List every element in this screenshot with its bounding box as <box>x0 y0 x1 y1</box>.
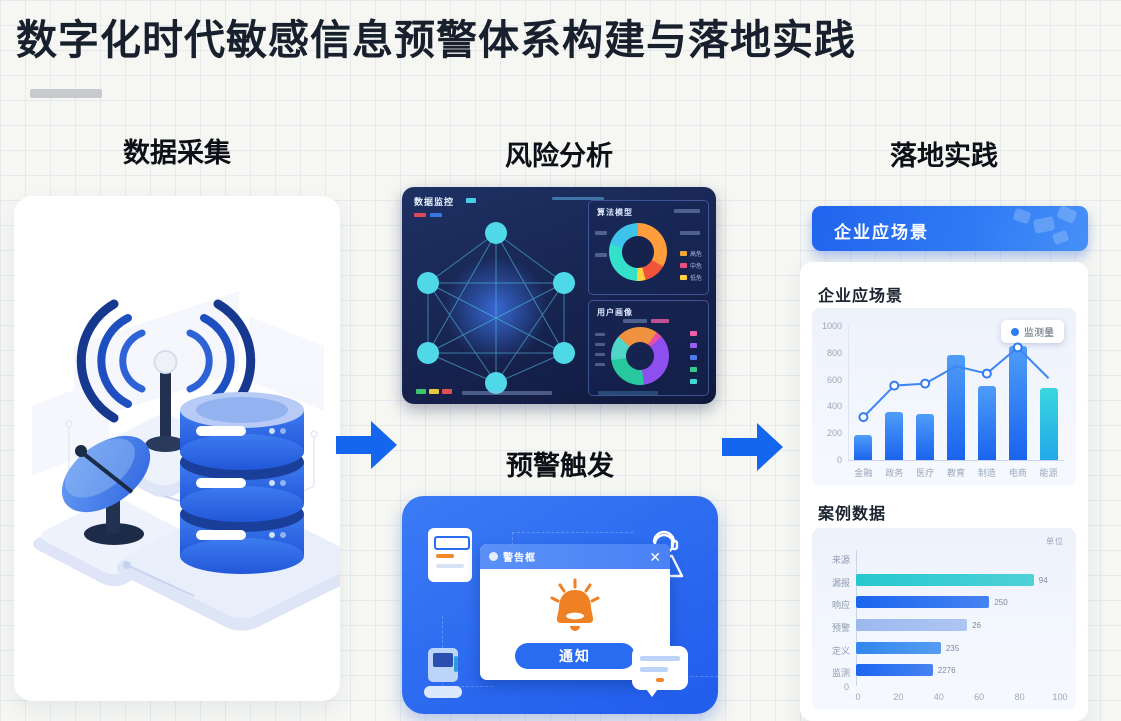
x-tick: 40 <box>933 692 944 702</box>
legend-label: 监测量 <box>1024 328 1054 339</box>
terminal-device-icon <box>424 648 464 698</box>
bar-value: 2276 <box>937 666 956 676</box>
y-tick: 800 <box>826 347 842 358</box>
y-tick: 600 <box>826 374 842 385</box>
section-heading-risk-analysis: 风险分析 <box>505 141 613 171</box>
row-label: 预警 <box>831 623 850 633</box>
close-icon[interactable]: ✕ <box>649 548 661 565</box>
scenario-combo-chart: 监测量 1000 800 600 400 200 0 金融 政务 医疗 教育 制造 电商 能源 <box>812 308 1076 486</box>
section-heading-alert-trigger: 预警触发 <box>506 451 614 481</box>
bar-value: 26 <box>972 621 981 630</box>
x-tick: 60 <box>974 692 985 702</box>
x-tick: 能源 <box>1039 468 1058 478</box>
page-title: 数字化时代敏感信息预警体系构建与落地实践 <box>16 17 856 63</box>
donut-chart-2 <box>611 327 669 385</box>
x-tick: 电商 <box>1008 468 1027 478</box>
data-collection-illustration <box>32 291 340 631</box>
bar <box>1039 387 1058 460</box>
row-label: 定义 <box>831 645 850 656</box>
donut-chart-1 <box>609 223 667 281</box>
x-tick: 20 <box>893 692 904 702</box>
alert-trigger-panel: 警告框 ✕ 通知 <box>402 496 718 714</box>
network-graph <box>417 222 575 394</box>
y-tick: 400 <box>826 401 842 412</box>
bar-value: 235 <box>945 643 960 653</box>
x-tick: 100 <box>1052 692 1068 702</box>
notify-button[interactable]: 通知 <box>515 643 635 669</box>
row-label: 漏报 <box>831 577 850 588</box>
popup-title-bar: 警告框 ✕ <box>480 544 670 569</box>
x-tick: 教育 <box>946 468 965 478</box>
chart-legend: 监测量 <box>1001 320 1064 343</box>
bar <box>1008 346 1027 460</box>
popup-title: 警告框 <box>503 553 536 564</box>
flow-arrow-icon <box>722 423 783 471</box>
dashboard-logo-accent <box>466 198 476 203</box>
database-icon <box>180 392 304 574</box>
x-tick: 80 <box>1014 692 1025 702</box>
data-collection-illustration-card <box>14 196 340 701</box>
risk-analysis-dashboard: 数据监控 <box>402 187 716 404</box>
row-label: 来源 <box>831 555 850 565</box>
row-label: 监测 <box>831 668 850 679</box>
unit-label: 单位 <box>1046 537 1064 546</box>
hbar <box>856 664 933 677</box>
legend-dot-icon <box>1011 327 1019 336</box>
bar <box>947 355 965 460</box>
chat-message-icon <box>632 646 688 697</box>
row-label: 响应 <box>831 600 850 611</box>
bar-value: 250 <box>994 598 1008 608</box>
server-icon <box>428 528 472 582</box>
dashboard-panel-donut-1: 算法模型 高危 中危 低危 <box>588 200 709 295</box>
hbar <box>856 641 941 654</box>
x-tick: 0 <box>855 692 861 702</box>
bar <box>977 385 996 460</box>
x-tick: 政务 <box>885 468 904 478</box>
flow-arrow-icon <box>336 421 397 469</box>
dashboard-panel-donut-2: 用户画像 <box>588 300 709 396</box>
dashboard-logo: 数据监控 <box>414 197 455 207</box>
bar <box>885 412 904 460</box>
section-heading-data-collection: 数据采集 <box>123 138 231 168</box>
case-data-title: 案例数据 <box>818 506 887 523</box>
bar <box>854 434 873 460</box>
scenario-tab-label: 企业应场景 <box>834 223 929 242</box>
scenario-card-title: 企业应场景 <box>818 288 904 305</box>
bar <box>916 413 935 460</box>
section-heading-practice: 落地实践 <box>890 141 998 171</box>
alert-bell-icon <box>550 578 600 631</box>
bar-value: 94 <box>1038 575 1048 585</box>
hbar <box>856 619 968 631</box>
scenario-tab-button[interactable]: 企业应场景 <box>812 206 1088 251</box>
title-underline <box>30 89 102 98</box>
y-tick: 1000 <box>821 321 842 331</box>
x-tick: 制造 <box>977 468 996 478</box>
origin-tick: 0 <box>844 682 850 692</box>
x-tick: 金融 <box>854 468 873 478</box>
x-tick: 医疗 <box>916 468 935 478</box>
hbar <box>856 573 1034 586</box>
y-tick: 200 <box>826 428 842 439</box>
satellite-dish-icon <box>61 435 151 545</box>
hbar <box>856 596 990 609</box>
y-tick: 0 <box>836 455 842 465</box>
popup-title-icon <box>489 552 498 561</box>
